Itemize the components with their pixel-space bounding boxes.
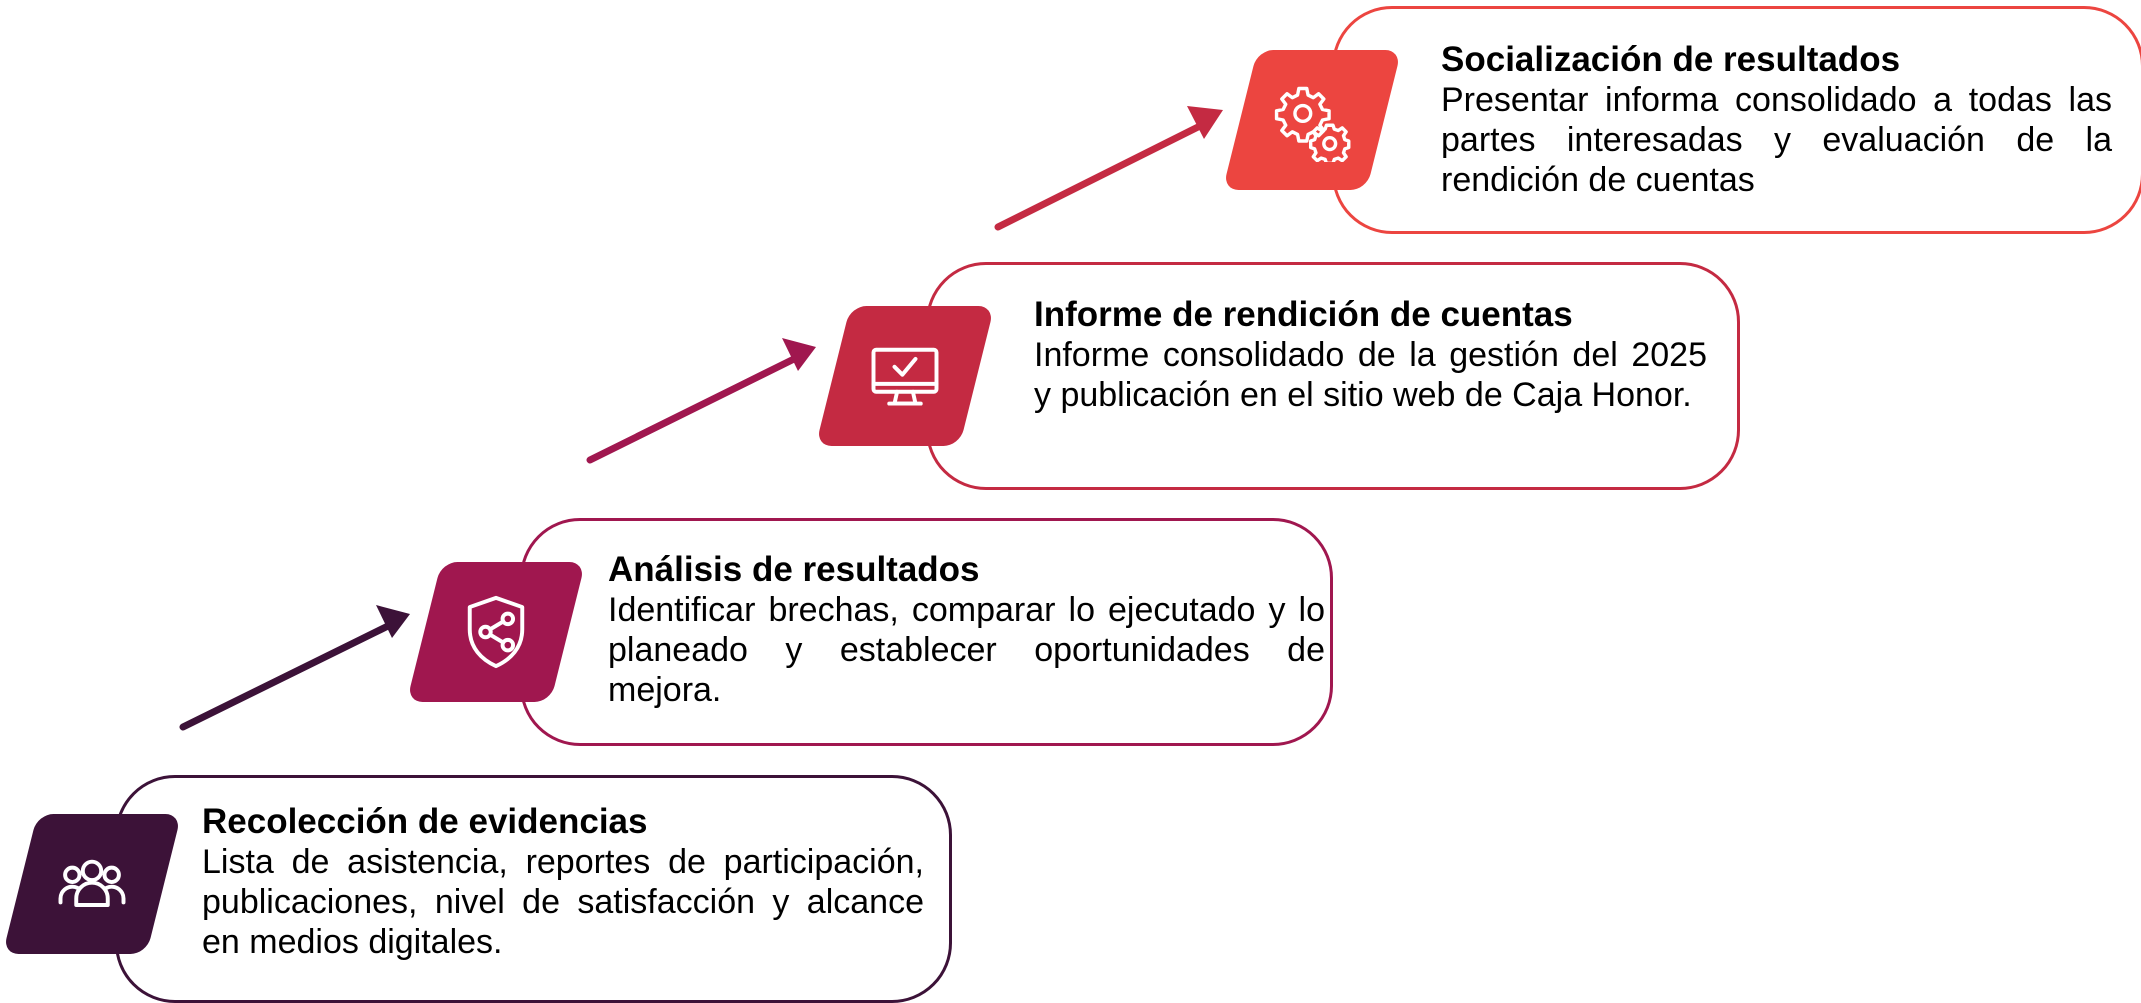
step-badge-socializacion xyxy=(1222,50,1402,190)
step-card-socializacion xyxy=(1332,6,2141,234)
step-title: Socialización de resultados xyxy=(1441,40,1901,79)
step-description: Identificar brechas, comparar lo ejecuta… xyxy=(608,591,1325,709)
share-shield-icon xyxy=(467,595,525,669)
step-title: Informe de rendición de cuentas xyxy=(1034,295,1573,334)
step-badge-recoleccion xyxy=(2,814,182,954)
step-title: Recolección de evidencias xyxy=(202,802,648,841)
step-title: Análisis de resultados xyxy=(608,550,980,589)
step-card-analisis xyxy=(520,518,1333,746)
step-card-informe xyxy=(926,262,1740,490)
users-icon xyxy=(58,859,126,907)
step-text-informe: Informe de rendición de cuentas Informe … xyxy=(1034,295,1707,415)
monitor-check-icon xyxy=(871,347,939,406)
step-description: Presentar informa consolidado a todas la… xyxy=(1441,81,2112,199)
step-text-socializacion: Socialización de resultados Presentar in… xyxy=(1441,40,2112,200)
step-text-analisis: Análisis de resultados Identificar brech… xyxy=(608,550,1325,710)
step-badge-informe xyxy=(815,306,995,446)
step-text-recoleccion: Recolección de evidencias Lista de asist… xyxy=(202,802,924,962)
step-badge-analisis xyxy=(406,562,586,702)
step-description: Lista de asistencia, reportes de partici… xyxy=(202,843,924,961)
gears-icon xyxy=(1274,86,1351,162)
step-description: Informe consolidado de la gestión del 20… xyxy=(1034,336,1707,414)
